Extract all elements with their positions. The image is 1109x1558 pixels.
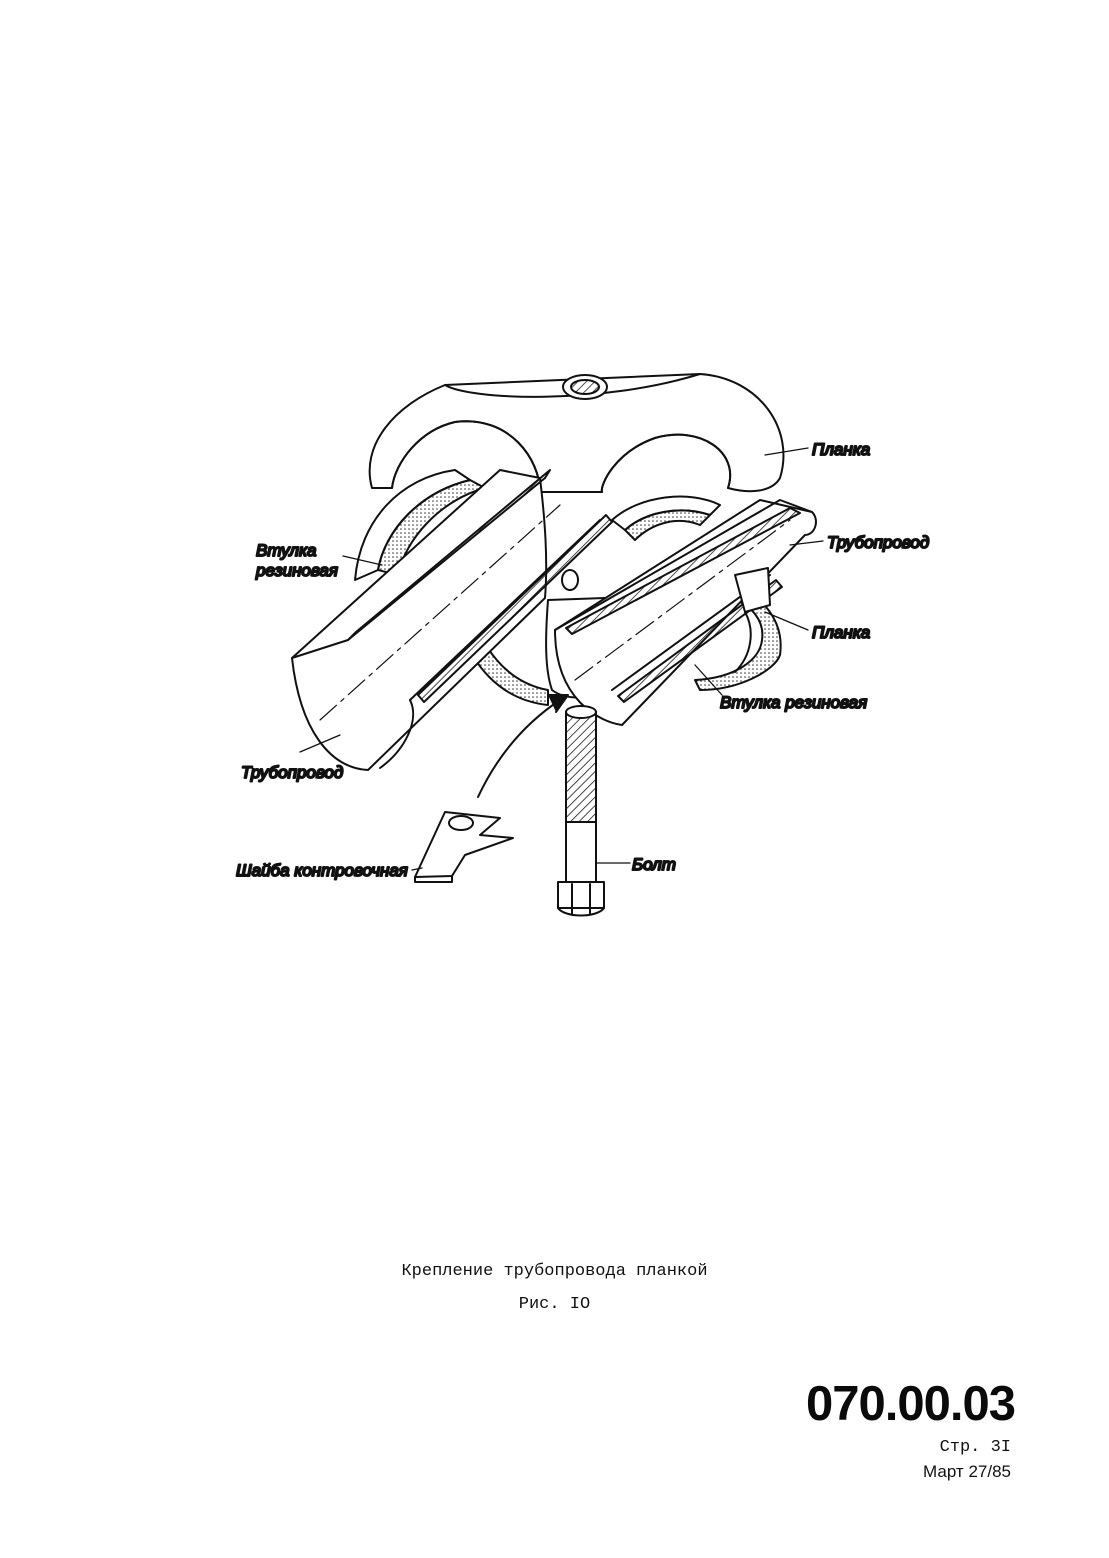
label-pipeline-left: Трубопровод: [241, 763, 343, 782]
figure-caption-title: Крепление трубопровода планкой: [401, 1262, 708, 1281]
lock-washer: [414, 811, 514, 883]
label-lock-washer: Шайба контровочная: [236, 861, 408, 880]
assembly-arrow: [477, 694, 569, 798]
figure-caption-number: Рис. IO: [518, 1295, 591, 1314]
label-bushing-left-2: резиновая: [255, 561, 338, 580]
label-plank-bottom: Планка: [812, 623, 870, 642]
document-number: 070.00.03: [806, 1377, 1016, 1431]
label-pipeline-right: Трубопровод: [827, 533, 929, 552]
right-pipe: [554, 499, 817, 726]
page-number: Стр. 3I: [939, 1438, 1011, 1457]
revision-date: Март 27/85: [923, 1462, 1011, 1481]
pipeline-clamp-drawing: Планка Втулка резиновая Трубопровод План…: [235, 373, 930, 917]
bolt: [557, 705, 605, 917]
label-bushing-right: Втулка резиновая: [720, 693, 867, 712]
lower-plank: [734, 567, 771, 673]
left-pipe: [291, 469, 613, 771]
label-plank-top: Планка: [812, 440, 870, 459]
right-rubber-bushing: [611, 495, 782, 691]
upper-plank: [368, 373, 785, 493]
label-bushing-left: Втулка: [256, 541, 317, 560]
leader-lines: [299, 447, 824, 871]
label-bolt: Болт: [632, 855, 676, 874]
